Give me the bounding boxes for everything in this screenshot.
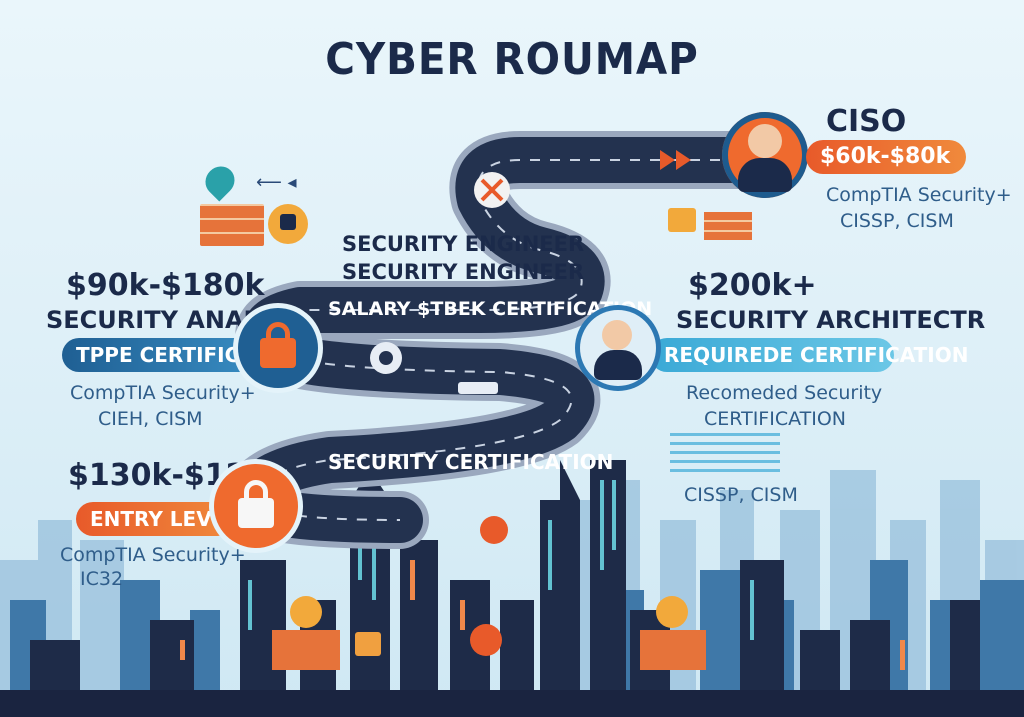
engineer-road-label: SALARY $TBEK CERTIFICATION — [328, 298, 653, 320]
architect-salary: $200k+ — [688, 268, 817, 303]
code-lines-icon — [670, 432, 780, 472]
arrow-left-icon: ⟵ ◂ — [256, 172, 297, 193]
ciso-avatar — [722, 112, 808, 198]
analyst-cert-line1: CompTIA Security+ — [70, 382, 256, 404]
ciso-cert-line1: CompTIA Security+ — [826, 184, 1012, 206]
architect-cert-line1: Recomeded Security — [686, 382, 883, 404]
server-icon — [458, 382, 498, 394]
ciso-salary-pill: $60k-$80k — [806, 140, 966, 174]
lock-icon — [668, 208, 696, 232]
analyst-salary: $90k-$180k — [66, 268, 265, 303]
analyst-lock-badge — [238, 308, 318, 388]
brick-wall-icon — [272, 596, 706, 670]
architect-cert-line3: CISSP, CISM — [684, 484, 798, 506]
ciso-role: CISO — [826, 104, 907, 139]
chevron-right-icon — [660, 150, 675, 170]
architect-avatar — [580, 310, 656, 386]
lock-icon — [280, 214, 296, 230]
architect-cert-pill: REQUIREDE CERTIFICATION — [650, 338, 969, 372]
entry-cert-line2: IC32 — [80, 568, 124, 590]
page-title: CYBER ROUMAP — [325, 34, 699, 85]
road-middle-label: SECURITY CERTIFICATION — [328, 450, 614, 474]
lock-icon — [238, 498, 274, 528]
brick-wall-icon — [704, 212, 752, 240]
person-icon — [748, 124, 782, 158]
architect-cert-line2: CERTIFICATION — [704, 408, 846, 430]
firewall-group — [196, 196, 326, 252]
entry-level-pill: ENTRY LEVEL — [76, 502, 238, 536]
target-icon — [480, 516, 508, 544]
entry-cert-line1: CompTIA Security+ — [60, 544, 246, 566]
security-engineer-line2: SECURITY ENGINEER — [342, 260, 585, 284]
brick-wall-icon — [200, 204, 264, 246]
person-icon — [602, 320, 632, 350]
entry-lock-badge — [214, 464, 298, 548]
security-engineer-line1: SECURITY ENGINEER — [342, 232, 585, 256]
analyst-cert-line2: CIEH, CISM — [98, 408, 203, 430]
architect-role: SECURITY ARCHITECTR — [676, 306, 986, 334]
ciso-cert-line2: CISSP, CISM — [840, 210, 954, 232]
